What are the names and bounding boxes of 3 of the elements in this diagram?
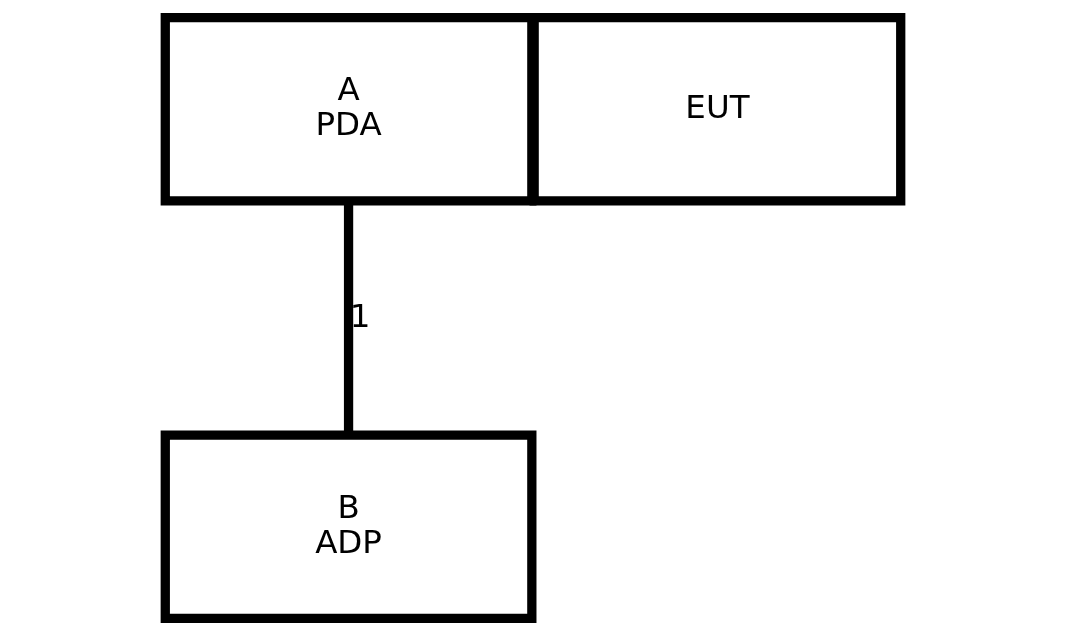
- node-box: B ADP: [160, 430, 537, 624]
- node-box: EUT: [529, 12, 906, 206]
- edge-label: 1: [349, 296, 371, 335]
